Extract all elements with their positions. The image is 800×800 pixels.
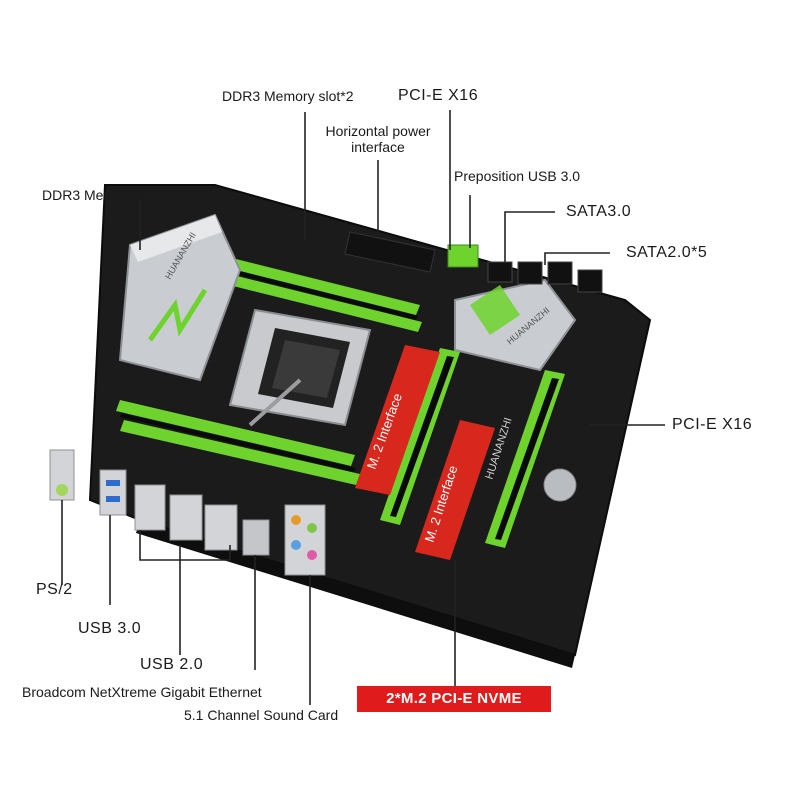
m2-slot-1 — [355, 345, 440, 495]
label-pcie-right: PCI-E X16 — [672, 416, 753, 433]
label-ps2: PS/2 — [36, 581, 73, 598]
audio-jacks — [284, 504, 326, 576]
rear-io-panel — [49, 449, 326, 576]
usb3-ports — [99, 469, 127, 516]
ddr3-slots-top — [196, 250, 422, 332]
cmos-battery — [543, 468, 577, 502]
label-horizontal-power: Horizontal power interface — [325, 123, 431, 155]
usb2-port-3 — [204, 504, 238, 551]
usb2-port-2 — [169, 494, 203, 541]
label-usb2: USB 2.0 — [140, 656, 204, 673]
chipset-heatsink: HUANANZHI — [454, 278, 577, 372]
label-ddr3-left: DDR3 Memory slot*2 — [42, 187, 174, 203]
pcie-slots — [380, 348, 565, 548]
sata-ports — [487, 261, 603, 293]
label-preposition-usb: Preposition USB 3.0 — [454, 168, 581, 184]
ethernet-port — [242, 519, 270, 556]
label-ethernet: Broadcom NetXtreme Gigabit Ethernet — [22, 684, 262, 700]
nvme-badge: 2*M.2 PCI-E NVME — [357, 686, 551, 712]
label-pcie-top: PCI-E X16 — [398, 87, 479, 104]
usb2-port-1 — [134, 484, 166, 531]
callout-lines — [61, 110, 665, 705]
label-usb3: USB 3.0 — [78, 620, 142, 637]
cpu-socket — [228, 308, 372, 427]
label-sound: 5.1 Channel Sound Card — [184, 707, 339, 723]
m2-slot-2 — [415, 420, 495, 560]
label-ddr3-top: DDR3 Memory slot*2 — [222, 88, 354, 104]
label-sata2: SATA2.0*5 — [626, 244, 708, 261]
front-usb3-header — [447, 244, 479, 268]
pcb-edge — [136, 520, 575, 668]
power-connector-24pin — [344, 231, 436, 273]
label-sata3: SATA3.0 — [566, 203, 632, 220]
ddr3-slots-bottom — [116, 400, 360, 485]
vrm-heatsink-left: HUANANZHI — [118, 213, 242, 382]
